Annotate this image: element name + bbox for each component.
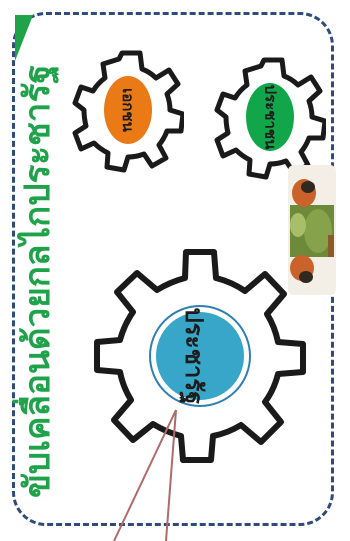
farmers-photo-icon <box>288 165 336 295</box>
small-gear-1-label: เอกชน <box>100 72 156 148</box>
callout-lines <box>96 408 206 541</box>
small-gear-1-text: เอกชน <box>116 88 140 132</box>
diagram-title: ขับเคลื่อนด้วยกลไกประชารัฐ <box>12 38 64 498</box>
small-gear-2-label: ประชาชน <box>242 79 298 155</box>
small-gear-2-text: ประชาชน <box>258 85 282 150</box>
center-gear-label: ประชารัฐ <box>152 313 238 399</box>
